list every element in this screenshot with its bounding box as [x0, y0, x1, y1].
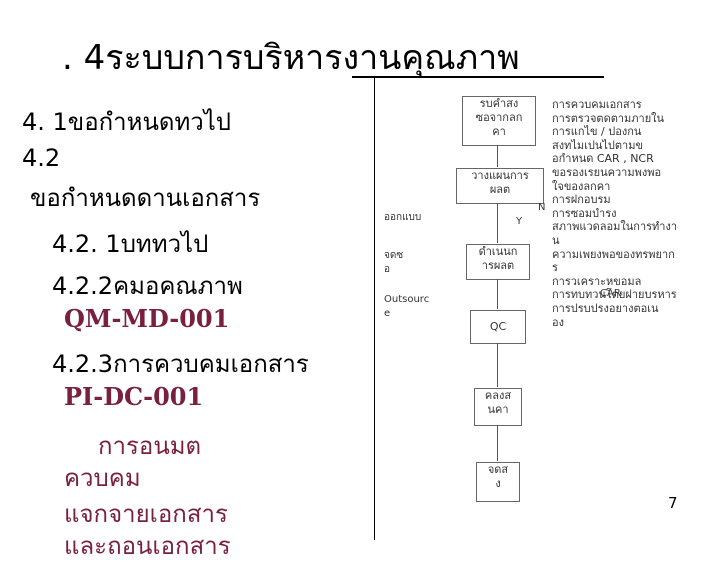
list-item: ร	[552, 261, 558, 275]
page-number: 7	[668, 494, 678, 512]
flow-box-warehouse-line2: นคา	[487, 403, 509, 416]
flow-box-produce-line1: ดำเนนก	[478, 245, 518, 258]
page-title: . 4ระบบการบริหารงานคุณภาพ	[62, 38, 520, 78]
flow-arrow-2	[497, 203, 498, 243]
flow-arrow-4	[497, 343, 498, 387]
car-overlap-label: CAR	[600, 288, 621, 299]
flow-box-warehouse: คลงส นคา	[474, 388, 522, 426]
decision-yes-label: Y	[516, 216, 523, 227]
flow-box-receive-order: รบคำสง ซอจากลก คา	[462, 96, 536, 146]
left-item-control: ควบคม	[64, 464, 141, 492]
left-item-general: 4. 1ขอกำหนดทวไป	[22, 108, 232, 136]
list-item: อง	[552, 315, 564, 329]
flow-box-deliver-line1: จดส	[487, 463, 509, 476]
list-item: อกำหนด CAR , NCR	[552, 152, 654, 166]
diagram-divider	[374, 78, 375, 540]
list-item: ความเพยงพอของทรพยาก	[552, 247, 675, 261]
list-item: สงทไมเปนไปตามข	[552, 138, 643, 152]
flow-box-receive-order-line1: รบคำสง	[479, 97, 519, 110]
label-purchase-b: อ	[384, 264, 391, 275]
label-outsource-a: Outsourc	[384, 294, 430, 305]
flow-box-plan: วางแผนการ ผลต	[456, 168, 544, 204]
list-item: น	[552, 233, 560, 247]
list-item: สภาพแวดลอมในการทำงา	[552, 220, 678, 234]
list-item: การตรวจตดตามภายใน	[552, 111, 665, 125]
decision-no-label: N	[538, 202, 546, 213]
list-item: การปรบปรงอยางตอเน	[552, 301, 659, 315]
flow-box-produce-line2: ารผลต	[481, 259, 515, 272]
flow-arrow-1	[497, 145, 498, 167]
left-item-doc-req: ขอกำหนดดานเอกสาร	[30, 184, 261, 212]
flow-box-plan-line2: ผลต	[489, 183, 511, 196]
left-item-withdraw: และถอนเอกสาร	[64, 532, 231, 560]
title-underline	[352, 76, 604, 78]
list-item: การซอมบำรง	[552, 206, 617, 220]
left-item-4-2-3: 4.2.3การควบคมเอกสาร	[52, 350, 309, 378]
flow-box-receive-order-line3: คา	[492, 125, 506, 138]
flow-box-deliver: จดส ง	[476, 462, 520, 502]
left-item-approve: การอนมต	[98, 432, 202, 460]
left-item-4-2: 4.2	[22, 144, 61, 172]
flow-arrow-5	[497, 425, 498, 461]
list-item: การแกไข / ปองกน	[552, 125, 642, 139]
doc-code-qm: QM-MD-001	[64, 304, 230, 333]
left-item-4-2-1: 4.2. 1บททวไป	[52, 230, 209, 258]
list-item: การทบทวนโดยฝายบรหาร	[552, 288, 677, 302]
flow-arrow-3	[497, 279, 498, 309]
flow-box-warehouse-line1: คลงส	[484, 389, 512, 402]
label-purchase-a: จดซ	[384, 250, 404, 261]
label-outsource-b: e	[384, 308, 391, 319]
list-item: ใจของลกคา	[552, 179, 611, 193]
flow-box-produce: ดำเนนก ารผลต	[466, 244, 530, 280]
list-item: การควบคมเอกสาร	[552, 98, 642, 111]
flow-box-deliver-line2: ง	[495, 477, 501, 490]
flow-box-receive-order-line2: ซอจากลก	[475, 111, 523, 124]
list-item: การวเคราะหขอมล	[552, 274, 642, 288]
flow-box-plan-line1: วางแผนการ	[471, 169, 529, 182]
list-item: การฝกอบรม	[552, 193, 611, 207]
left-item-distribute: แจกจายเอกสาร	[64, 500, 228, 528]
doc-code-pi: PI-DC-001	[64, 382, 204, 411]
list-item: ขอรองเรยนความพงพอ	[552, 165, 662, 179]
left-item-4-2-2: 4.2.2คมอคณภาพ	[52, 272, 243, 300]
support-process-list: การควบคมเอกสาร การตรวจตดตามภายใน การแกไข…	[552, 98, 677, 329]
flow-box-qc: QC	[470, 310, 526, 344]
label-design: ออกแบบ	[384, 212, 422, 223]
